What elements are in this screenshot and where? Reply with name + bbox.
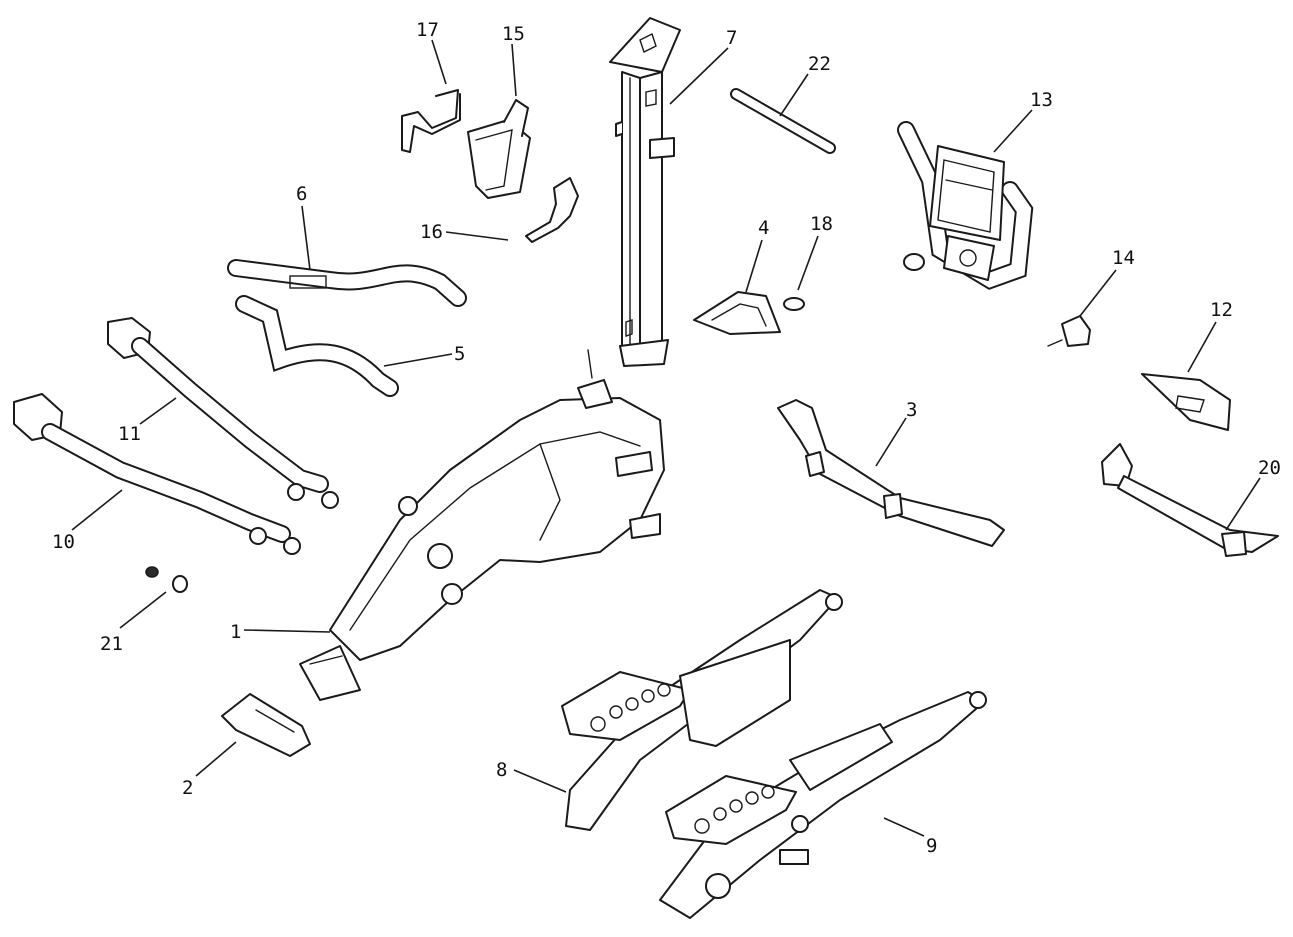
part-11-pedal-arm (107, 317, 339, 509)
label-part-17: 17 (416, 19, 439, 41)
label-part-11: 11 (118, 423, 141, 445)
label-part-12: 12 (1210, 299, 1233, 321)
label-part-2: 2 (182, 777, 193, 799)
label-part-21: 21 (100, 633, 123, 655)
part-15-bottle-holder (467, 99, 531, 199)
part-20-rear-stabilizer (1101, 443, 1279, 557)
part-22-rod (730, 88, 836, 154)
label-part-20: 20 (1258, 457, 1281, 479)
part-14-box (1047, 315, 1091, 347)
label-part-7: 7 (726, 27, 737, 49)
label-part-1: 1 (230, 621, 241, 643)
part-9-pedal-assembly (659, 691, 987, 919)
part-4-cover (693, 291, 781, 335)
label-part-8: 8 (496, 759, 507, 781)
part-7-upright-mast (609, 17, 681, 367)
part-13-console (897, 121, 1034, 290)
part-5-arm-tube (235, 295, 399, 397)
part-2-shroud (221, 693, 311, 757)
part-17-bracket (401, 89, 461, 153)
part-1-main-frame (299, 349, 665, 701)
label-part-22: 22 (808, 53, 831, 75)
part-21-caps (145, 566, 188, 593)
label-part-6: 6 (296, 183, 307, 205)
part-10-pedal-arm (13, 393, 301, 555)
part-16-bracket (525, 177, 579, 243)
label-part-5: 5 (454, 343, 465, 365)
label-part-18: 18 (810, 213, 833, 235)
part-8-pedal-assembly (561, 589, 843, 831)
label-part-4: 4 (758, 217, 769, 239)
part-18-ring (783, 297, 805, 311)
part-12-shroud (1141, 373, 1231, 431)
part-6-arm-tube (227, 259, 467, 307)
label-part-10: 10 (52, 531, 75, 553)
leader-lines (71, 39, 1261, 837)
label-part-3: 3 (906, 399, 917, 421)
label-part-14: 14 (1112, 247, 1135, 269)
callout-labels: 17 15 7 22 13 6 16 4 18 14 12 5 3 11 10 … (52, 19, 1281, 857)
part-3-front-stabilizer (777, 399, 1005, 547)
label-part-9: 9 (926, 835, 937, 857)
label-part-16: 16 (420, 221, 443, 243)
label-part-15: 15 (502, 23, 525, 45)
label-part-13: 13 (1030, 89, 1053, 111)
